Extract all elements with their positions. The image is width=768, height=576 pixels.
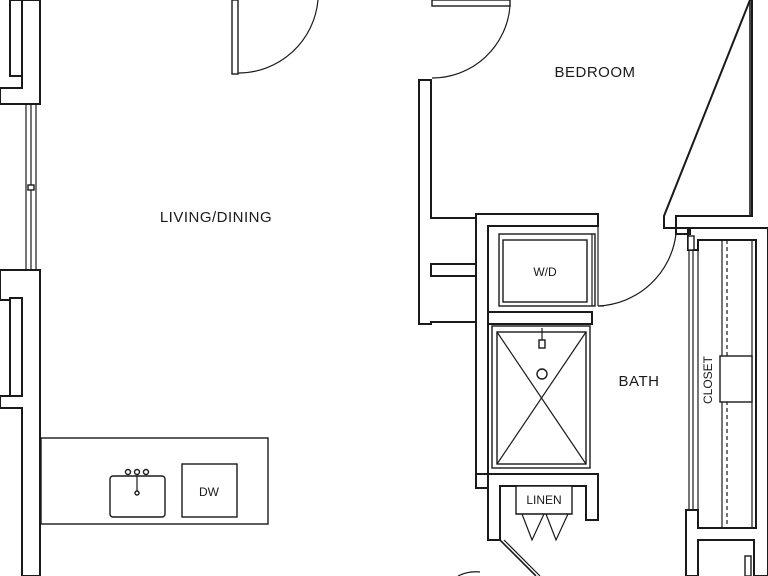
linen-walls: [487, 473, 599, 541]
living-dining-label: LIVING/DINING: [160, 209, 272, 226]
dishwasher: [181, 463, 238, 518]
wd-bottom-wall: [487, 311, 593, 325]
closet-interior: [697, 240, 753, 528]
linen-closet: [515, 485, 573, 542]
bath-label: BATH: [619, 373, 660, 390]
shower: [491, 325, 591, 469]
bath-door: [597, 226, 695, 307]
closet-door: [688, 250, 694, 510]
kitchen-sink: [109, 468, 166, 518]
entry-door: [231, 0, 319, 75]
bottom-door: [457, 539, 541, 576]
wd-closet: [498, 233, 596, 307]
closet-label: CLOSET: [701, 355, 715, 404]
linen-label: LINEN: [526, 493, 561, 507]
interior-wall-center: [418, 79, 477, 325]
left-exterior-wall: [0, 0, 41, 576]
right-edge-fixture: [744, 555, 752, 576]
bedroom-door: [431, 0, 511, 79]
left-window: [25, 104, 37, 270]
bedroom-label: BEDROOM: [554, 64, 635, 81]
wd-label: W/D: [533, 265, 557, 279]
dw-label: DW: [199, 485, 220, 499]
